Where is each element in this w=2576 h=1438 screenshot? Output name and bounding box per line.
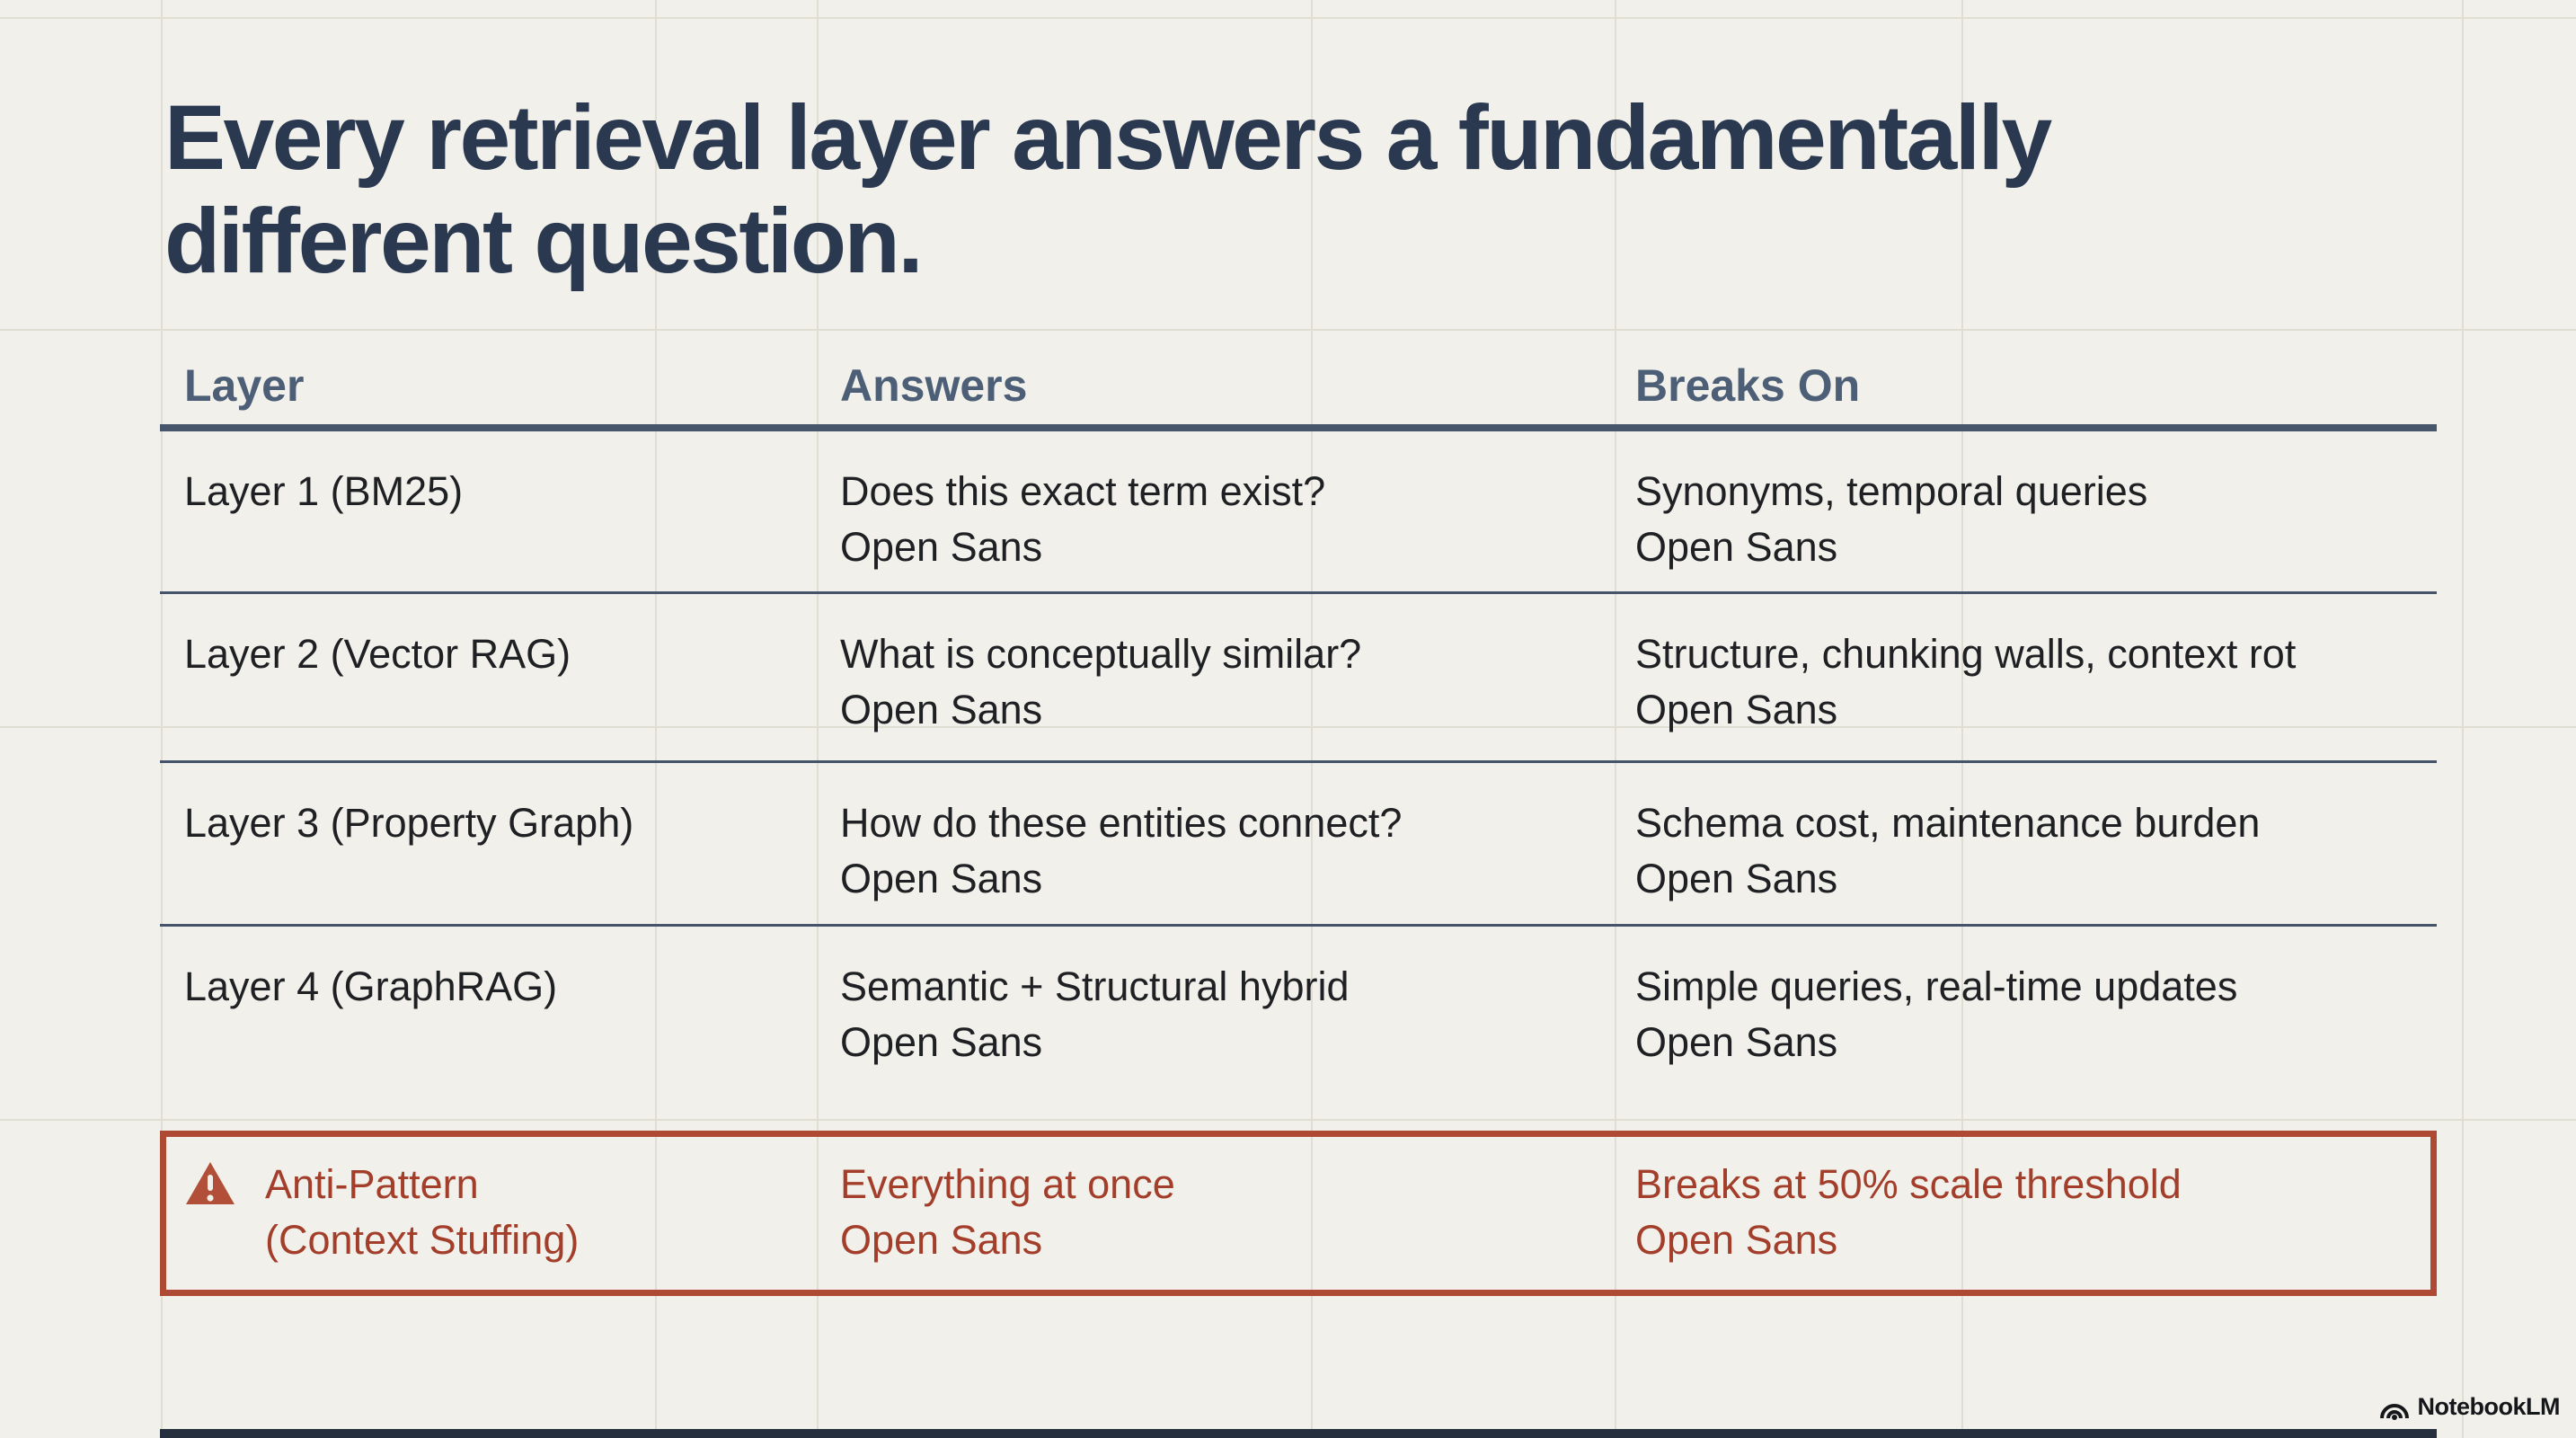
row-divider bbox=[160, 924, 2437, 927]
warning-triangle-icon bbox=[186, 1162, 235, 1204]
notebooklm-logo-icon bbox=[2379, 1403, 2409, 1420]
row-divider bbox=[160, 591, 2437, 594]
grid-line-vertical bbox=[1961, 0, 1963, 1438]
table-header-rule bbox=[160, 424, 2437, 431]
cell-layer: Layer 1 (BM25) bbox=[184, 468, 464, 514]
cell-breaks: Schema cost, maintenance burden Open San… bbox=[1635, 763, 2260, 907]
cell-breaks-font: Open Sans bbox=[1635, 856, 1838, 901]
cell-breaks-text: Synonyms, temporal queries bbox=[1635, 468, 2148, 514]
cell-breaks-font: Open Sans bbox=[1635, 687, 1838, 732]
cell-answers-font: Open Sans bbox=[840, 856, 1043, 901]
anti-pattern-breaks-font: Open Sans bbox=[1635, 1217, 1838, 1263]
cell-answers-text: How do these entities connect? bbox=[840, 800, 1403, 846]
anti-pattern-answers-font: Open Sans bbox=[840, 1217, 1043, 1263]
grid-line-vertical bbox=[655, 0, 657, 1438]
grid-line-vertical bbox=[2462, 0, 2464, 1438]
cell-breaks-text: Simple queries, real-time updates bbox=[1635, 963, 2238, 1009]
grid-line-vertical bbox=[817, 0, 819, 1438]
grid-line-horizontal bbox=[0, 329, 2576, 331]
cell-answers: Semantic + Structural hybrid Open Sans bbox=[840, 927, 1350, 1070]
cell-layer: Layer 4 (GraphRAG) bbox=[184, 963, 558, 1009]
cell-answers: How do these entities connect? Open Sans bbox=[840, 763, 1402, 907]
cell-answers: What is conceptually similar? Open Sans bbox=[840, 594, 1361, 738]
column-header-layer: Layer bbox=[184, 360, 305, 411]
table-row: Layer 2 (Vector RAG) What is conceptuall… bbox=[160, 594, 2437, 754]
cell-answers-font: Open Sans bbox=[840, 1019, 1043, 1065]
cell-answers-font: Open Sans bbox=[840, 687, 1043, 732]
column-header-answers: Answers bbox=[840, 360, 1028, 411]
cell-breaks: Simple queries, real-time updates Open S… bbox=[1635, 927, 2237, 1070]
bottom-accent-bar bbox=[160, 1429, 2437, 1438]
cell-answers-text: What is conceptually similar? bbox=[840, 631, 1362, 677]
grid-line-horizontal bbox=[0, 726, 2576, 728]
cell-breaks-text: Structure, chunking walls, context rot bbox=[1635, 631, 2297, 677]
row-divider bbox=[160, 760, 2437, 763]
anti-pattern-label-line2: (Context Stuffing) bbox=[265, 1217, 580, 1263]
page-title: Every retrieval layer answers a fundamen… bbox=[164, 86, 2052, 293]
grid-line-vertical bbox=[1615, 0, 1616, 1438]
cell-answers-text: Does this exact term exist? bbox=[840, 468, 1326, 514]
cell-breaks-font: Open Sans bbox=[1635, 524, 1838, 570]
anti-pattern-label: Anti-Pattern (Context Stuffing) bbox=[265, 1137, 579, 1268]
anti-pattern-callout: Anti-Pattern (Context Stuffing) Everythi… bbox=[160, 1131, 2437, 1296]
column-header-breaks: Breaks On bbox=[1635, 360, 1861, 411]
cell-breaks: Synonyms, temporal queries Open Sans bbox=[1635, 431, 2147, 575]
grid-line-vertical bbox=[1311, 0, 1313, 1438]
cell-answers: Does this exact term exist? Open Sans bbox=[840, 431, 1325, 575]
anti-pattern-answers-text: Everything at once bbox=[840, 1161, 1175, 1207]
anti-pattern-breaks: Breaks at 50% scale threshold Open Sans bbox=[1635, 1137, 2182, 1268]
cell-answers-font: Open Sans bbox=[840, 524, 1043, 570]
anti-pattern-breaks-text: Breaks at 50% scale threshold bbox=[1635, 1161, 2182, 1207]
table-row: Layer 3 (Property Graph) How do these en… bbox=[160, 763, 2437, 923]
anti-pattern-answers: Everything at once Open Sans bbox=[840, 1137, 1175, 1268]
notebooklm-brand-text: NotebookLM bbox=[2417, 1393, 2561, 1420]
grid-line-horizontal bbox=[0, 17, 2576, 19]
grid-line-horizontal bbox=[0, 1119, 2576, 1121]
page-title-line2: different question. bbox=[164, 190, 924, 292]
cell-breaks: Structure, chunking walls, context rot O… bbox=[1635, 594, 2296, 738]
anti-pattern-label-line1: Anti-Pattern bbox=[265, 1161, 479, 1207]
cell-breaks-font: Open Sans bbox=[1635, 1019, 1838, 1065]
cell-answers-text: Semantic + Structural hybrid bbox=[840, 963, 1350, 1009]
table-row: Layer 1 (BM25) Does this exact term exis… bbox=[160, 431, 2437, 591]
table-row: Layer 4 (GraphRAG) Semantic + Structural… bbox=[160, 927, 2437, 1087]
page-title-line1: Every retrieval layer answers a fundamen… bbox=[164, 86, 2052, 189]
notebooklm-brand: NotebookLM bbox=[2379, 1393, 2561, 1421]
cell-layer: Layer 2 (Vector RAG) bbox=[184, 631, 571, 677]
grid-line-vertical bbox=[161, 0, 163, 1438]
cell-breaks-text: Schema cost, maintenance burden bbox=[1635, 800, 2261, 846]
cell-layer: Layer 3 (Property Graph) bbox=[184, 800, 634, 846]
